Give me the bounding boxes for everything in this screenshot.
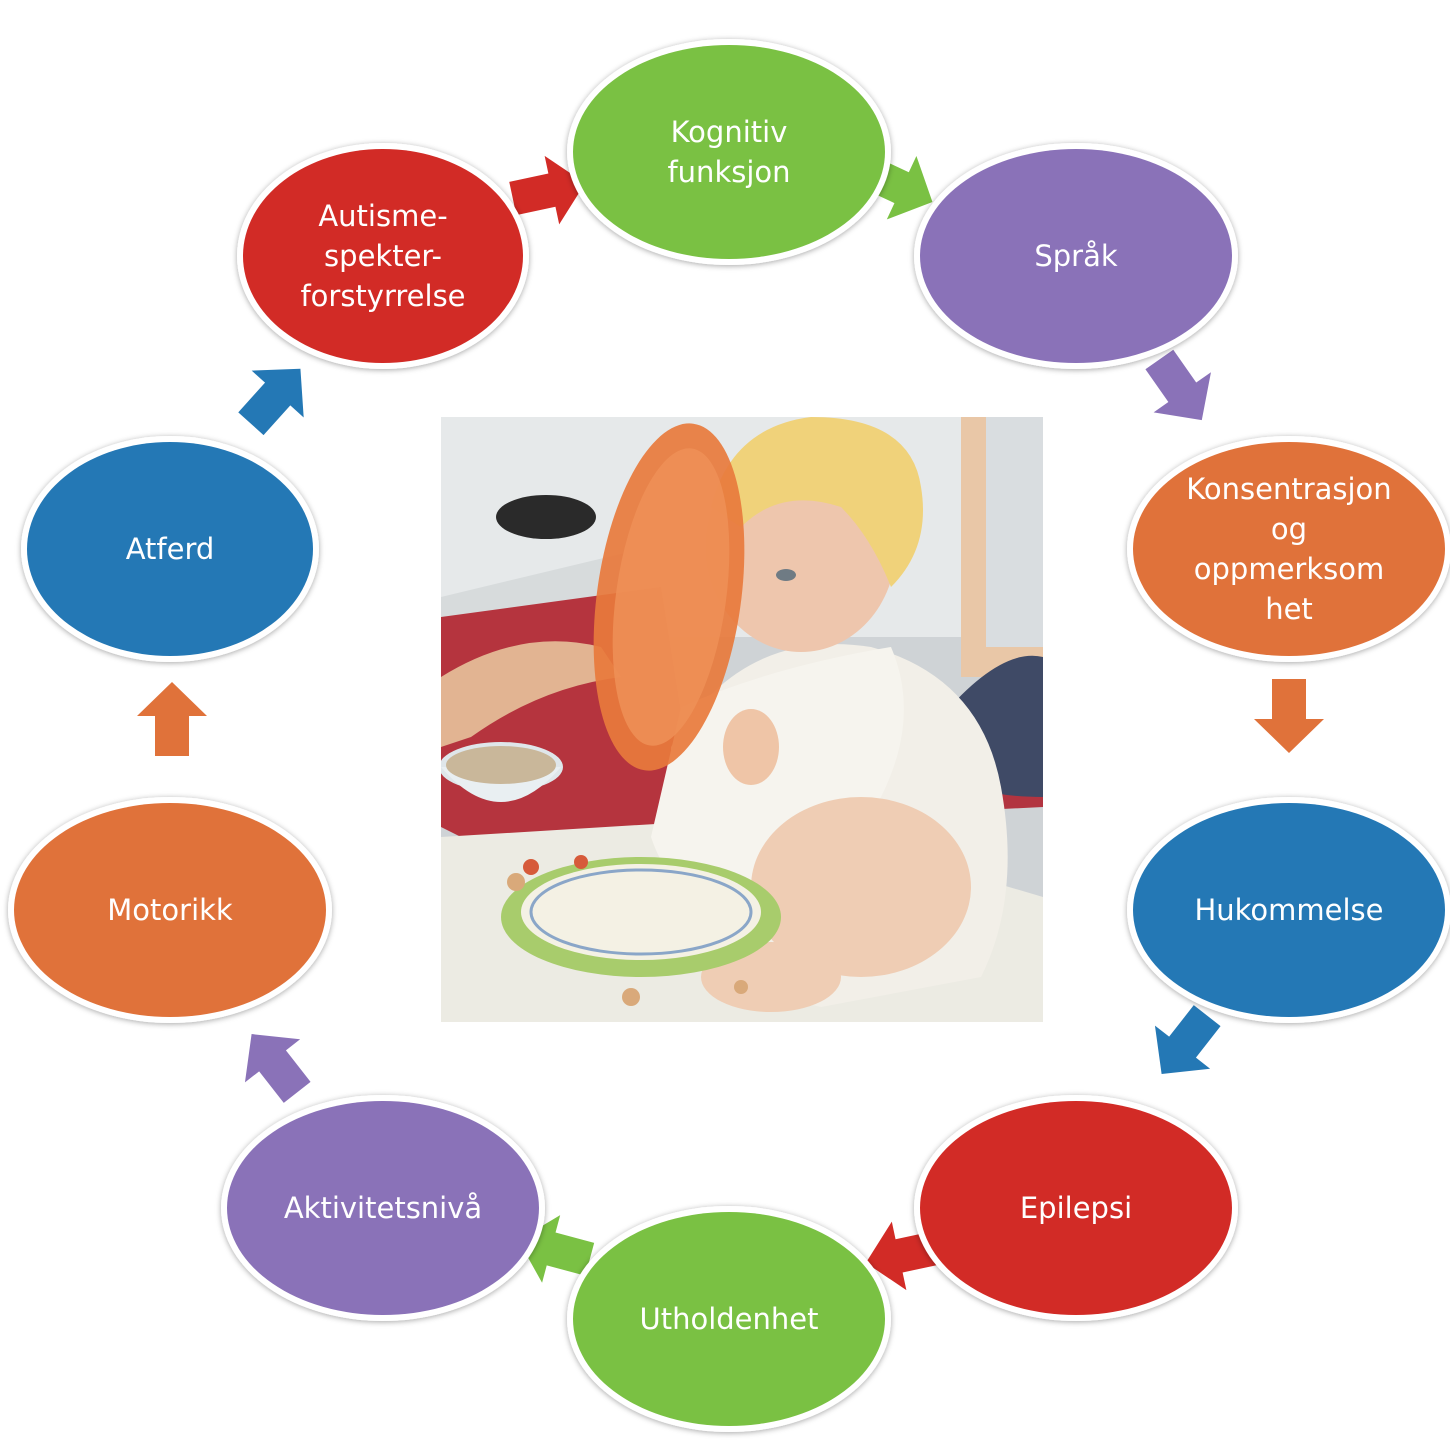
node-label-line: Aktivitetsnivå (284, 1191, 482, 1225)
node-label-line: Hukommelse (1194, 893, 1383, 927)
node-label-line: Epilepsi (1020, 1191, 1132, 1225)
node-label-line: Konsentrasjon (1186, 472, 1391, 506)
node-label-autisme: Autisme-spekter-forstyrrelse (300, 199, 465, 313)
node-label-line: Kognitiv (671, 115, 788, 149)
node-epilepsi: Epilepsi (914, 1095, 1238, 1321)
node-label-line: funksjon (667, 155, 790, 189)
node-label-line: Autisme- (318, 199, 447, 233)
node-aktivitetsniva: Aktivitetsnivå (221, 1095, 545, 1321)
node-autisme: Autisme-spekter-forstyrrelse (237, 143, 529, 369)
node-utholdenhet: Utholdenhet (567, 1206, 891, 1432)
node-motorikk: Motorikk (8, 797, 332, 1023)
node-label-aktivitetsniva: Aktivitetsnivå (284, 1191, 482, 1225)
node-label-line: Utholdenhet (640, 1302, 819, 1336)
node-fill (14, 803, 326, 1017)
node-label-line: oppmerksom (1194, 552, 1384, 586)
node-label-line: og (1271, 512, 1307, 546)
node-fill (243, 149, 523, 363)
arrow-hukommelse-to-epilepsi (1154, 1005, 1221, 1074)
node-label-motorikk: Motorikk (107, 893, 233, 927)
node-fill (573, 1212, 885, 1426)
arrow-atferd-to-autisme (238, 368, 304, 436)
node-label-line: forstyrrelse (300, 279, 465, 313)
arrow-aktivitetsniva-to-motorikk (244, 1034, 311, 1103)
node-fill (1133, 442, 1445, 656)
arrows-layer (137, 155, 1324, 1291)
node-hukommelse: Hukommelse (1127, 797, 1450, 1023)
node-label-line: Motorikk (107, 893, 233, 927)
arrow-sprak-to-konsentrasjon (1145, 349, 1211, 421)
node-label-utholdenhet: Utholdenhet (640, 1302, 819, 1336)
node-fill (1133, 803, 1445, 1017)
node-sprak: Språk (914, 143, 1238, 369)
node-label-epilepsi: Epilepsi (1020, 1191, 1132, 1225)
node-fill (27, 442, 313, 656)
arrow-motorikk-to-atferd (137, 682, 207, 756)
node-label-line: Atferd (126, 532, 215, 566)
node-fill (920, 149, 1232, 363)
node-label-hukommelse: Hukommelse (1194, 893, 1383, 927)
node-label-kognitiv: Kognitiv funksjon (667, 115, 790, 189)
node-label-line: het (1265, 592, 1313, 626)
node-label-line: Språk (1034, 239, 1118, 273)
node-atferd: Atferd (21, 436, 319, 662)
node-label-line: spekter- (324, 239, 442, 273)
node-fill (920, 1101, 1232, 1315)
node-fill (227, 1101, 539, 1315)
node-label-atferd: Atferd (126, 532, 215, 566)
node-fill (573, 45, 885, 259)
arrow-konsentrasjon-to-hukommelse (1254, 679, 1324, 753)
child-eating-photo (441, 417, 1043, 1022)
node-konsentrasjon: Konsentrasjon og oppmerksom het (1127, 436, 1450, 662)
node-label-konsentrasjon: Konsentrasjon og oppmerksom het (1186, 472, 1391, 626)
node-label-sprak: Språk (1034, 239, 1118, 273)
arrow-autisme-to-kognitiv (509, 155, 586, 225)
node-kognitiv: Kognitiv funksjon (567, 39, 891, 265)
